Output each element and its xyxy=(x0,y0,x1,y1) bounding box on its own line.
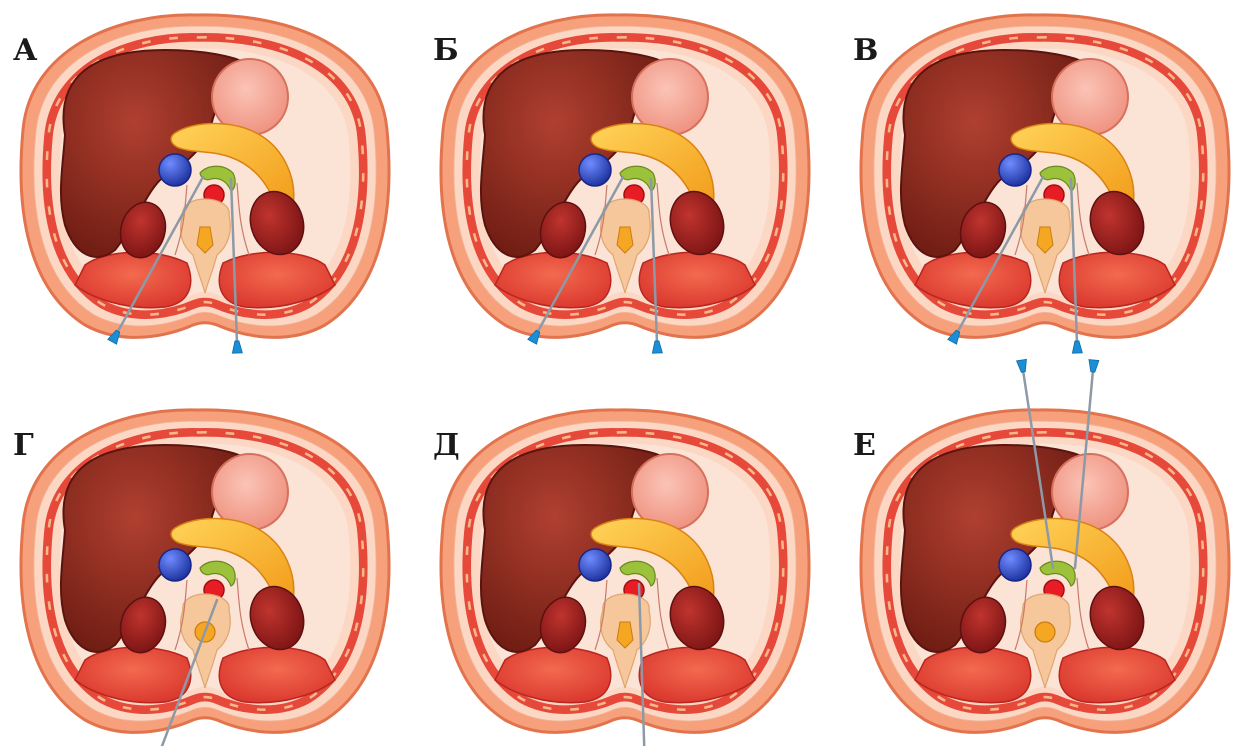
inferior-vena-cava xyxy=(159,154,191,186)
right-needle-hub xyxy=(232,341,242,353)
right-needle-hub xyxy=(652,341,662,353)
right-needle-hub xyxy=(1089,360,1099,373)
panel-label: В xyxy=(853,33,878,68)
inferior-vena-cava xyxy=(579,549,611,581)
inferior-vena-cava xyxy=(999,154,1031,186)
panel-label: Е xyxy=(853,428,876,463)
panel-5: Д xyxy=(433,410,809,746)
inferior-vena-cava xyxy=(999,549,1031,581)
panel-1: А xyxy=(13,15,389,353)
panel-label: Д xyxy=(433,428,460,463)
panel-label: Б xyxy=(433,33,459,68)
panel-4: Г xyxy=(13,410,389,746)
spinal-canal-disc xyxy=(1035,622,1055,642)
panel-3: В xyxy=(853,15,1229,353)
inferior-vena-cava xyxy=(579,154,611,186)
right-needle-hub xyxy=(1072,341,1082,353)
left-needle-hub xyxy=(1017,359,1027,372)
panel-2: Б xyxy=(433,15,809,353)
panel-label: Г xyxy=(13,428,34,463)
inferior-vena-cava xyxy=(159,549,191,581)
panel-label: А xyxy=(13,33,38,68)
panels-layer: А Б В Г Д Е xyxy=(13,15,1229,746)
panel-6: Е xyxy=(853,359,1229,732)
